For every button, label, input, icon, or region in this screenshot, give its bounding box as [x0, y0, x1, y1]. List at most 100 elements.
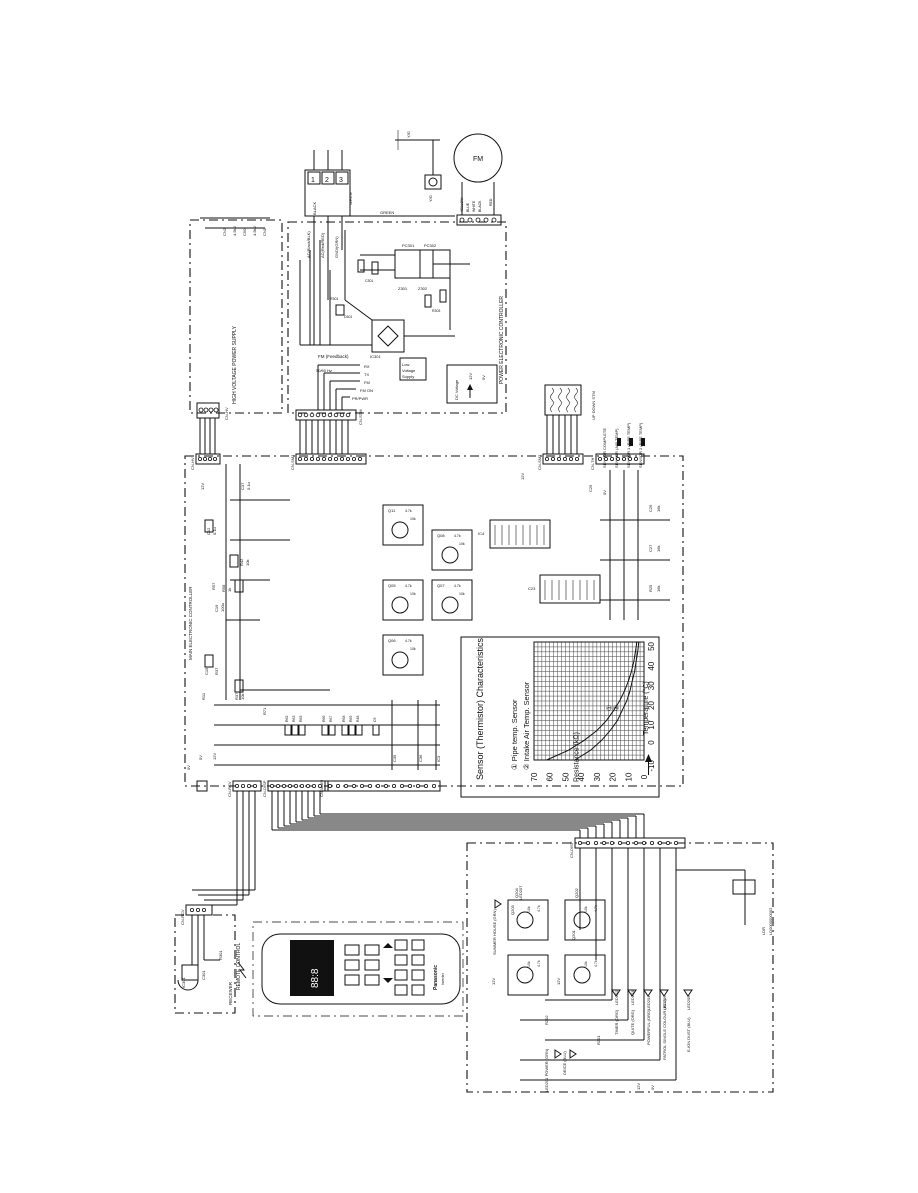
svg-text:TX: TX [364, 372, 369, 377]
y-tick-label: 0 [640, 774, 649, 779]
svg-text:LED203: LED203 [630, 990, 635, 1005]
svg-text:RX: RX [364, 364, 370, 369]
svg-text:SENSOR 1 (PIPE TEMP): SENSOR 1 (PIPE TEMP) [626, 422, 631, 468]
svg-text:CN-DISP: CN-DISP [262, 780, 267, 797]
svg-text:4.7k: 4.7k [537, 905, 541, 912]
svg-text:4.7k: 4.7k [594, 960, 598, 967]
svg-text:1: 1 [311, 177, 315, 184]
svg-text:C26: C26 [648, 504, 653, 512]
svg-text:SUMMER HOUSE (GRN): SUMMER HOUSE (GRN) [492, 909, 497, 955]
svg-text:LED207: LED207 [518, 885, 523, 900]
svg-text:R65: R65 [299, 716, 303, 722]
chart-xlabel: Temperature (°C) [642, 681, 650, 735]
svg-text:5V: 5V [481, 375, 486, 380]
series-line-2 [574, 641, 640, 761]
svg-text:C36: C36 [418, 754, 423, 762]
x-tick-label: 20 [647, 700, 656, 709]
svg-text:C25: C25 [588, 484, 593, 492]
svg-text:10k: 10k [459, 542, 465, 546]
svg-text:CN-SM1: CN-SM1 [290, 454, 295, 470]
svg-text:0.1u: 0.1u [212, 527, 217, 535]
svg-text:GND/(GRN): GND/(GRN) [334, 236, 339, 258]
svg-text:12V: 12V [212, 753, 217, 760]
svg-text:10k: 10k [245, 560, 250, 566]
svg-text:FM ON: FM ON [360, 388, 373, 393]
svg-text:4.7k: 4.7k [405, 509, 412, 513]
y-tick-label: 70 [530, 772, 539, 781]
svg-text:IC301: IC301 [370, 354, 381, 359]
indicator-board: CN-DISP Q203 Q204 Q201 Q202 4.7k 10k [466, 837, 774, 1093]
svg-text:LD0000000002: LD0000000002 [768, 907, 773, 935]
svg-text:Q11: Q11 [388, 508, 396, 513]
y-tick-label: 30 [593, 772, 602, 781]
svg-text:Q05: Q05 [388, 583, 396, 588]
svg-text:SENSOR COMPLETE: SENSOR COMPLETE [602, 428, 607, 468]
xlabel-arrow [645, 754, 652, 762]
x-tick-label: 10 [647, 720, 656, 729]
svg-text:3: 3 [339, 177, 343, 184]
svg-text:4.7k: 4.7k [405, 639, 412, 643]
svg-text:QUITE (ORG): QUITE (ORG) [630, 1009, 635, 1035]
receiver-block: RECEIVER CN-RCV IC301 C301 R301 [174, 904, 236, 1014]
svg-text:WHITE: WHITE [472, 200, 476, 212]
svg-text:CN2: CN2 [222, 227, 227, 236]
svg-text:Voltage: Voltage [402, 368, 416, 373]
remote-lcd: 88:8 [310, 968, 321, 988]
plot-frame [533, 641, 645, 761]
svg-text:2: 2 [325, 177, 329, 184]
svg-text:LED201 POWER (GRN): LED201 POWER (GRN) [544, 1048, 549, 1092]
svg-text:C27: C27 [648, 544, 653, 552]
svg-text:FM: FM [473, 156, 483, 163]
y-tick-label: 50 [561, 772, 570, 781]
svg-text:16k: 16k [656, 506, 661, 512]
transistor-q08: Q08 4.7k 10k [431, 529, 473, 571]
svg-text:R11: R11 [201, 692, 206, 700]
svg-text:R66: R66 [322, 716, 326, 722]
svg-text:R201: R201 [596, 1035, 601, 1045]
svg-text:CN-RCV: CN-RCV [227, 781, 232, 797]
svg-text:LDR: LDR [761, 927, 766, 935]
svg-text:AC(Black/BLK): AC(Black/BLK) [306, 231, 311, 258]
svg-text:SENSOR 2 (PIPE TEMP): SENSOR 2 (PIPE TEMP) [638, 422, 643, 468]
svg-text:10k: 10k [527, 906, 531, 912]
remote-brand: Panasonic [433, 965, 439, 990]
svg-text:Q07: Q07 [437, 583, 445, 588]
svg-text:10k: 10k [410, 517, 416, 521]
transistor-q11: Q11 4.7k 10k [382, 504, 424, 546]
svg-text:12V: 12V [491, 978, 496, 985]
svg-text:R67: R67 [329, 716, 333, 722]
series-label-2: ② [613, 705, 621, 711]
svg-text:Z302: Z302 [418, 286, 428, 291]
svg-text:12V: 12V [200, 483, 205, 490]
svg-text:12V: 12V [520, 473, 525, 480]
svg-text:R68: R68 [342, 716, 346, 722]
svg-text:Q203: Q203 [510, 904, 515, 915]
svg-text:POWERFUL (ORG): POWERFUL (ORG) [646, 1009, 651, 1045]
svg-text:LED202: LED202 [614, 990, 619, 1005]
svg-text:LED204: LED204 [646, 995, 651, 1010]
svg-text:WHITE: WHITE [348, 192, 353, 205]
svg-text:E-ION DUST (BLU): E-ION DUST (BLU) [686, 1017, 691, 1052]
thermistor-chart: Sensor (Thermistor) Characteristics ① Pi… [460, 636, 660, 798]
svg-text:CN-HV: CN-HV [224, 407, 229, 420]
svg-text:R57: R57 [211, 582, 216, 590]
chart-legend-2: ② Intake Air Temp. Sensor [522, 681, 531, 770]
svg-text:10k: 10k [240, 694, 245, 700]
pec-signal-connector: CN-STM RX TX FM FM ON PR/PWR [295, 364, 373, 425]
svg-text:PC301: PC301 [402, 243, 415, 248]
transistor-q07: Q07 4.7k 10k [431, 579, 473, 621]
svg-text:C9: C9 [373, 717, 377, 722]
svg-text:CN-STM: CN-STM [358, 409, 363, 425]
svg-text:1k: 1k [227, 588, 232, 592]
svg-text:100u: 100u [220, 603, 225, 612]
svg-text:CN-HV: CN-HV [190, 457, 195, 470]
cn-hv-connector: CN-HV [196, 402, 229, 420]
svg-text:R48: R48 [356, 716, 360, 722]
series-line-1 [546, 641, 638, 761]
svg-text:IC3: IC3 [436, 755, 441, 762]
svg-text:C15: C15 [204, 667, 209, 675]
svg-text:Q202: Q202 [574, 887, 579, 898]
svg-text:0V: 0V [186, 765, 191, 770]
svg-text:10k: 10k [410, 592, 416, 596]
